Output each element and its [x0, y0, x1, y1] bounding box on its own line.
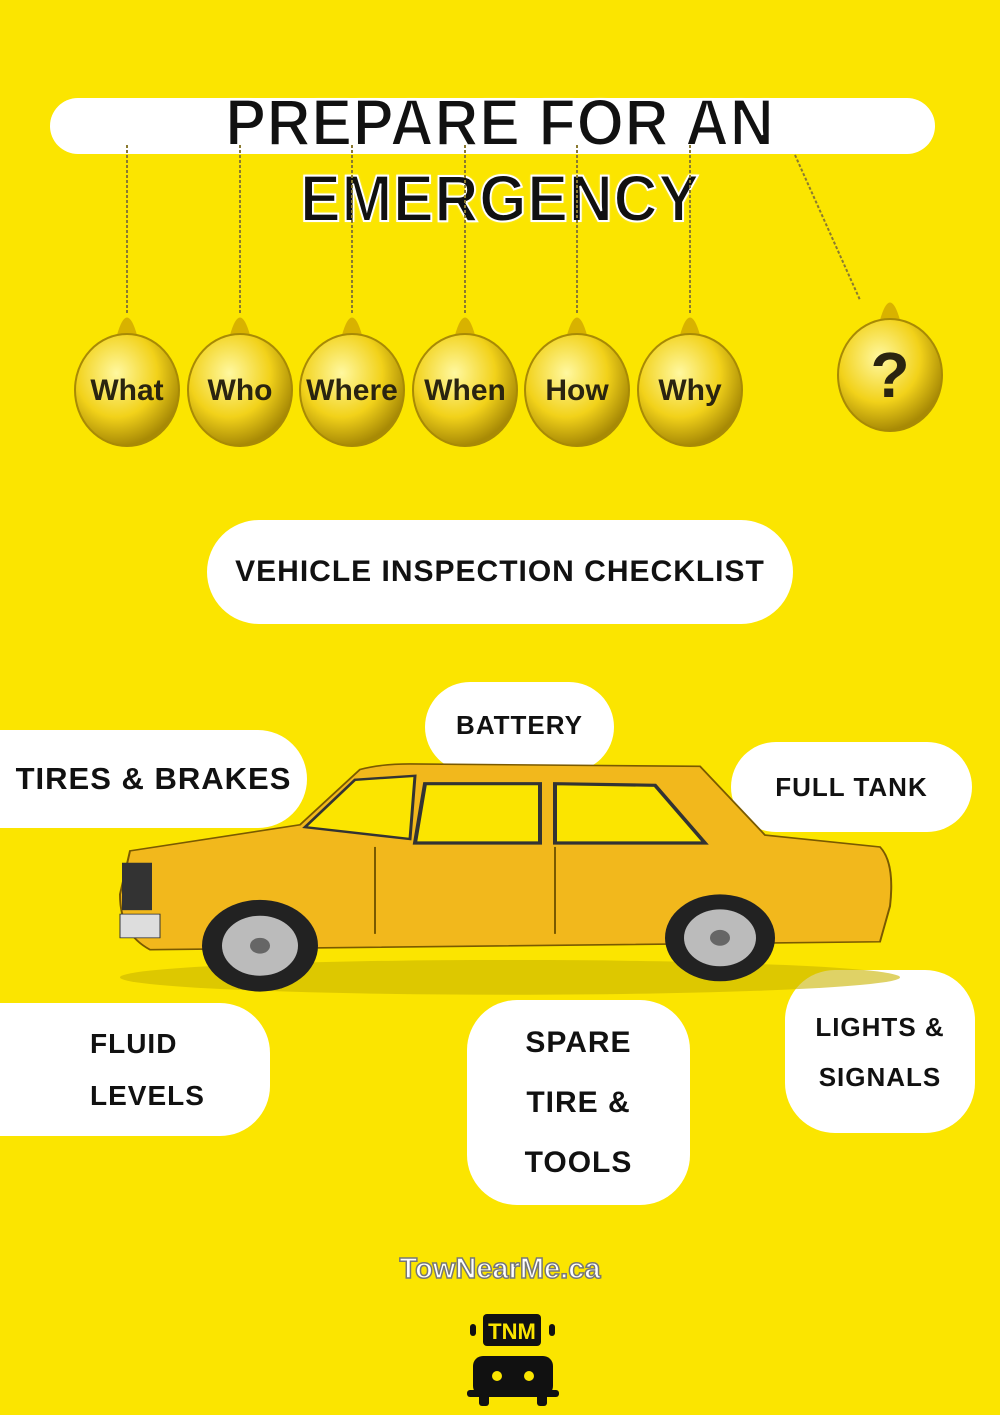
ball-label: When	[424, 374, 506, 407]
item-fluid-levels: FLUID LEVELS	[0, 1003, 270, 1136]
ball-label: What	[90, 374, 163, 407]
ball-label: Who	[208, 374, 273, 407]
item-battery: BATTERY	[425, 682, 614, 772]
title-background	[50, 98, 935, 154]
lights-line-2: SIGNALS	[818, 1061, 942, 1092]
item-tires-brakes: TIRES & BRAKES	[0, 730, 307, 828]
ball-label: ?	[870, 339, 909, 411]
spare-line-1: SPARE	[525, 1025, 632, 1059]
lights-line-1: LIGHTS &	[815, 1011, 945, 1042]
question-ball: ?	[794, 154, 943, 432]
ball-label: Where	[306, 374, 398, 407]
question-ball: Why	[637, 145, 743, 447]
fluid-line-1: FLUID	[90, 1027, 178, 1059]
item-full-tank: FULL TANK	[731, 742, 972, 832]
question-ball: What	[74, 145, 180, 447]
question-ball: Who	[187, 145, 293, 447]
ball-label: How	[545, 374, 609, 407]
website-link[interactable]: TowNearMe.ca	[399, 1252, 601, 1286]
checklist-heading: VEHICLE INSPECTION CHECKLIST	[207, 520, 793, 624]
item-spare-tire: SPARE TIRE & TOOLS	[467, 1000, 690, 1205]
question-ball: How	[524, 145, 630, 447]
spare-line-2: TIRE &	[526, 1085, 631, 1119]
item-lights-signals: LIGHTS & SIGNALS	[785, 970, 975, 1133]
question-balls: What Who Where When How Why ?	[74, 145, 943, 447]
ball-label: Why	[658, 374, 722, 407]
question-ball: When	[412, 145, 518, 447]
page-title: PREPARE FOR AN EMERGENCY	[224, 84, 775, 236]
fluid-line-2: LEVELS	[90, 1079, 205, 1111]
chain	[794, 154, 861, 301]
logo-text: TNM	[488, 1319, 536, 1344]
spare-line-3: TOOLS	[524, 1145, 633, 1179]
question-ball: Where	[299, 145, 405, 447]
tnm-logo: TNM	[467, 1314, 559, 1406]
